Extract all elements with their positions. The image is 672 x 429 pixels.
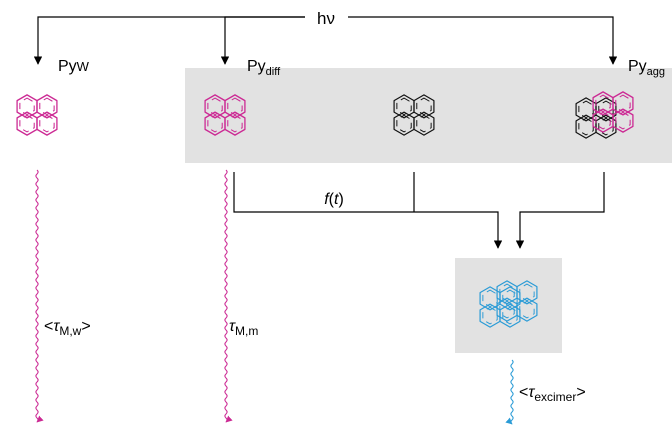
aromatic-bond <box>482 289 498 308</box>
aromatic-bond <box>19 97 35 116</box>
tau-excimer-label: <τexcimer> <box>519 384 586 404</box>
aromatic-bond <box>416 114 432 133</box>
aromatic-bond <box>578 117 594 136</box>
aromatic-bond <box>502 306 518 325</box>
aromatic-bond <box>615 94 631 113</box>
aromatic-bond <box>227 114 243 133</box>
aromatic-bond <box>19 114 35 133</box>
aromatic-bond <box>595 94 611 113</box>
pyrene-diff-molecule <box>204 94 246 136</box>
py-diff-label: Pydiff <box>247 58 281 78</box>
light-label: hν <box>317 9 335 28</box>
aromatic-bond <box>578 100 594 119</box>
monomer-m-decay-line <box>224 169 233 423</box>
pyrene-w-molecule <box>16 94 58 136</box>
tau-mm-label: τM,m <box>229 318 258 338</box>
aromatic-bond <box>207 97 223 116</box>
aromatic-bond <box>416 97 432 116</box>
aromatic-bond <box>598 100 614 119</box>
pyrene-agg-molecule <box>575 91 634 139</box>
benzene-ring <box>516 297 538 322</box>
aromatic-bond <box>615 111 631 130</box>
aromatic-bond <box>502 289 518 308</box>
aromatic-bond <box>595 111 611 130</box>
benzene-ring <box>413 111 435 136</box>
excitation-lines <box>33 16 618 65</box>
benzene-ring <box>612 91 634 116</box>
benzene-ring <box>224 94 246 119</box>
pyrene-ground-molecule <box>393 94 435 136</box>
aromatic-bond <box>396 114 412 133</box>
benzene-ring <box>516 280 538 305</box>
aromatic-bond <box>227 97 243 116</box>
excimer-decay-line <box>505 359 514 425</box>
aromatic-bond <box>519 283 535 302</box>
aromatic-bond <box>396 97 412 116</box>
aromatic-bond <box>39 97 55 116</box>
benzene-ring <box>612 108 634 133</box>
aromatic-bond <box>499 300 515 319</box>
f-t-lines <box>233 172 605 249</box>
tau-mw-label: <τM,w> <box>44 318 91 338</box>
benzene-ring <box>36 94 58 119</box>
benzene-ring <box>413 94 435 119</box>
f-t-label: f(t) <box>324 191 344 208</box>
py-agg-label: Pyagg <box>628 58 665 78</box>
aromatic-bond <box>39 114 55 133</box>
aromatic-bond <box>499 283 515 302</box>
aromatic-bond <box>482 306 498 325</box>
aromatic-bond <box>519 300 535 319</box>
excimer-molecule <box>479 280 538 328</box>
benzene-ring <box>36 111 58 136</box>
py-w-label: PyW <box>58 58 90 75</box>
aromatic-bond <box>207 114 223 133</box>
aromatic-bond <box>598 117 614 136</box>
benzene-ring <box>224 111 246 136</box>
monomer-w-decay-line <box>35 169 44 423</box>
